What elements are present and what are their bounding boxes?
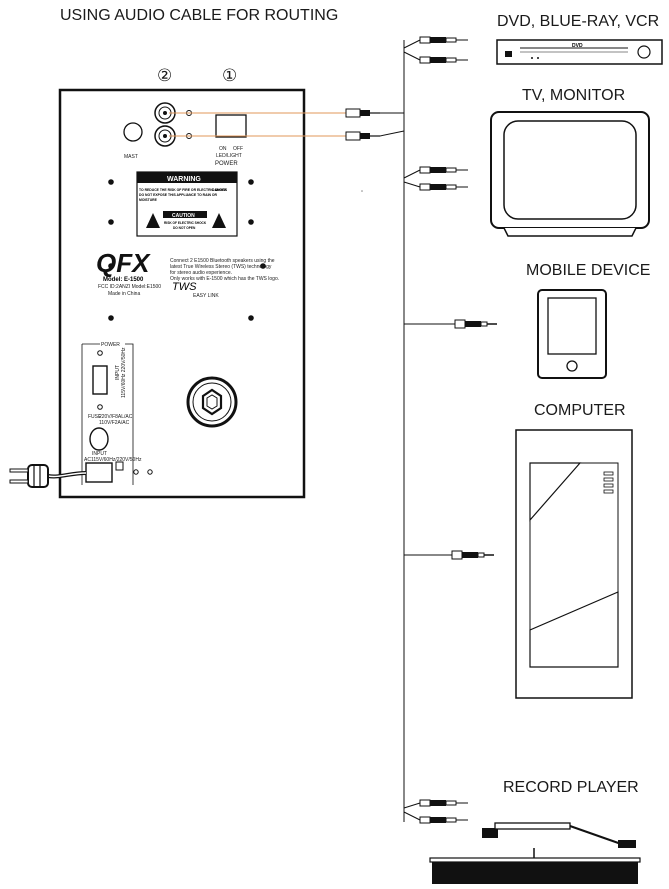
fuse-holder xyxy=(89,427,109,451)
voltage-selector-switch xyxy=(92,365,108,395)
callout-2: ② xyxy=(157,66,172,86)
power-plug-icon xyxy=(9,464,87,488)
tws-logo: TWS xyxy=(172,281,197,293)
record-player-icon xyxy=(429,822,641,884)
diagram-title: USING AUDIO CABLE FOR ROUTING xyxy=(60,7,338,24)
mast-label: MAST xyxy=(124,154,138,160)
rca-connector-record-top xyxy=(419,799,468,807)
speaker-back-panel: MAST ON OFF LED/LIGHT POWER WARNING TO R… xyxy=(58,88,306,499)
dvd-player-icon: DVD xyxy=(496,39,663,65)
rca-connector-record-bottom xyxy=(419,816,468,824)
input-bottom-rating: AC115V/60Hz/220V/50Hz xyxy=(84,457,142,463)
power-switch xyxy=(215,114,247,138)
off-label: OFF xyxy=(233,146,243,152)
fuse-rating-1: 220V/F8AL/AC xyxy=(99,414,133,420)
caution-line-1: RISK OF ELECTRIC SHOCK xyxy=(164,221,207,225)
tws-text-4: Only works with E-1500 which has the TWS… xyxy=(170,276,279,282)
warning-label: WARNING TO REDUCE THE RISK OF FIRE OR EL… xyxy=(136,171,238,237)
power-section-label: POWER xyxy=(101,342,120,348)
dvd-tray-label: DVD xyxy=(572,43,583,49)
tws-text-2: latest True Wireless Stereo (TWS) techno… xyxy=(170,264,272,270)
input-label: INPUT xyxy=(115,365,121,380)
tv-monitor-icon xyxy=(490,111,650,237)
stray-mark xyxy=(361,190,363,192)
computer-heading: COMPUTER xyxy=(534,402,626,419)
rca-cable-plug-bottom xyxy=(345,131,380,141)
bass-port xyxy=(186,376,238,428)
caution-title: CAUTION xyxy=(172,213,195,219)
input-bottom-label: INPUT xyxy=(92,451,107,457)
rca-connector-tv-top xyxy=(419,166,468,174)
voltage-label: 115V/60Hz 220V/50Hz xyxy=(121,347,127,398)
mobile-device-icon xyxy=(537,289,607,379)
fcc-label: FCC ID:2ANZI Model:E1500 xyxy=(98,284,161,290)
routing-bus xyxy=(379,39,455,822)
danger-label: DANGER xyxy=(212,188,227,192)
rca-input-jacks xyxy=(154,102,192,147)
tv-heading: TV, MONITOR xyxy=(522,87,625,104)
dvd-heading: DVD, BLUE-RAY, VCR xyxy=(497,13,659,30)
rca-connector-tv-bottom xyxy=(419,183,468,191)
screw-holes xyxy=(108,179,266,321)
aux-plug-computer xyxy=(451,550,494,560)
lightning-triangle-icon xyxy=(146,213,160,228)
mobile-heading: MOBILE DEVICE xyxy=(526,262,650,279)
warning-line-1: TO REDUCE THE RISK OF FIRE OR ELECTRIC S… xyxy=(139,188,228,192)
exclamation-triangle-icon xyxy=(212,213,226,228)
made-in-label: Made in China xyxy=(108,291,140,297)
drive-indicators xyxy=(603,471,614,494)
tws-text-1: Connect 2 E1500 Bluetooth speakers using… xyxy=(170,258,275,264)
tws-text-3: for stereo audio experience. xyxy=(170,270,232,276)
rca-connector-dvd-top xyxy=(419,36,468,44)
fuse-label: FUSE xyxy=(88,414,102,420)
aux-plug-mobile xyxy=(454,319,497,329)
callout-1: ① xyxy=(222,66,237,86)
warning-line-2: DO NOT EXPOSE THIS APPLIANCE TO RAIN OR xyxy=(139,193,218,197)
on-label: ON xyxy=(219,146,227,152)
warning-line-3: MOISTURE xyxy=(139,198,158,202)
easy-link-label: EASY LINK xyxy=(193,293,219,299)
rca-connector-dvd-bottom xyxy=(419,56,468,64)
ac-inlet xyxy=(85,462,113,483)
power-switch-label: POWER xyxy=(215,161,238,167)
master-volume-knob xyxy=(123,122,143,142)
computer-tower-icon xyxy=(515,429,633,699)
model-label: Model: E-1500 xyxy=(103,277,144,283)
power-section: POWER INPUT 115V/60Hz 220V/50Hz FUSE 220… xyxy=(81,342,153,485)
led-light-label: LED/LIGHT xyxy=(216,153,242,159)
warning-title: WARNING xyxy=(167,176,201,183)
qfx-logo: QFX xyxy=(96,248,151,278)
rca-signal-wires xyxy=(169,112,346,137)
fuse-rating-2: 110V/F2A/AC xyxy=(99,420,130,426)
record-heading: RECORD PLAYER xyxy=(503,779,639,796)
caution-line-2: DO NOT OPEN xyxy=(173,226,196,230)
rca-cable-plug-top xyxy=(345,108,380,118)
